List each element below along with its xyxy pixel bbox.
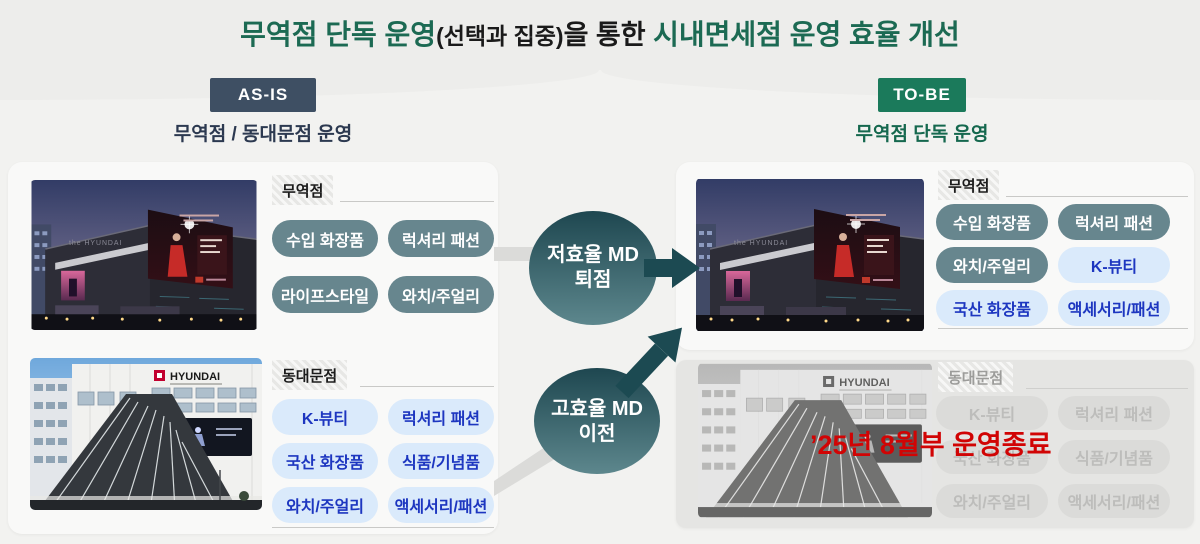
category-tag: 액세서리/패션 — [1058, 290, 1170, 326]
category-tag: 수입 화장품 — [272, 220, 378, 257]
street-level — [696, 306, 924, 331]
category-tag: 럭셔리 패션 — [1058, 204, 1170, 240]
divider — [272, 527, 494, 528]
flow-step-exit-line2: 퇴점 — [574, 269, 612, 291]
led-billboard — [814, 209, 900, 289]
section-header-tobe-dongdaemun: 동대문점 — [938, 362, 1014, 392]
category-tag: 와치/주얼리 — [936, 247, 1048, 283]
divider — [1006, 196, 1188, 197]
flow-graphics — [494, 211, 700, 496]
roof-sign: the HYUNDAI — [734, 240, 788, 247]
category-tag: 액세서리/패션 — [388, 487, 494, 523]
asis-trade-tags: 수입 화장품 럭셔리 패션 라이프스타일 와치/주얼리 — [272, 220, 494, 313]
street-base — [30, 470, 262, 510]
header-band — [0, 0, 1200, 70]
page-title: 무역점 단독 운영(선택과 집중)을 통한 시내면세점 운영 효율 개선 — [0, 13, 1200, 53]
category-tag: K-뷰티 — [1058, 247, 1170, 283]
flow-circle-exit — [529, 211, 657, 325]
arrow-up-right-icon — [615, 327, 683, 399]
to-be-badge: TO-BE — [878, 78, 966, 112]
asis-dongdaemun-tags: K-뷰티 럭셔리 패션 국산 화장품 식품/기념품 와치/주얼리 액세서리/패션 — [272, 399, 494, 523]
category-tag: 수입 화장품 — [936, 204, 1048, 240]
category-tag: 럭셔리 패션 — [1058, 396, 1170, 430]
glass-slope — [38, 394, 238, 510]
flow-step-exit: 저효율 MD 퇴점 — [523, 243, 663, 293]
street-level — [31, 305, 257, 330]
trade-center-photo: the HYUNDAI — [696, 178, 924, 332]
category-tag: 식품/기념품 — [388, 443, 494, 479]
side-billboard-figure — [734, 279, 742, 297]
hyundai-sign: HYUNDAI — [839, 377, 889, 389]
flow-step-exit-line1: 저효율 MD — [547, 244, 639, 266]
category-tag: 액세서리/패션 — [1058, 484, 1170, 518]
category-tag: 국산 화장품 — [936, 290, 1048, 326]
hyundai-sign: HYUNDAI — [170, 371, 220, 383]
roof-sign: the HYUNDAI — [69, 240, 122, 247]
tobe-dongdaemun-tags: K-뷰티 럭셔리 패션 국산 화장품 식품/기념품 와치/주얼리 액세서리/패션 — [936, 396, 1170, 518]
side-billboard-figure — [69, 278, 77, 297]
category-tag: 와치/주얼리 — [388, 276, 494, 313]
flow-step-transfer-line2: 이전 — [578, 423, 616, 445]
section-header-tobe-trade: 무역점 — [938, 170, 1000, 200]
category-tag: 럭셔리 패션 — [388, 399, 494, 435]
arrow-right-icon — [644, 248, 700, 288]
tobe-trade-tags: 수입 화장품 럭셔리 패션 와치/주얼리 K-뷰티 국산 화장품 액세서리/패션 — [936, 204, 1170, 326]
closure-notice: ’25년 8월부 운영종료 — [810, 430, 1052, 460]
divider — [938, 328, 1188, 329]
title-paren: (선택과 집중) — [436, 23, 564, 49]
category-tag: 와치/주얼리 — [936, 484, 1048, 518]
category-tag: 국산 화장품 — [936, 440, 1048, 474]
category-tag: K-뷰티 — [936, 396, 1048, 430]
category-tag: 국산 화장품 — [272, 443, 378, 479]
to-be-subtitle: 무역점 단독 운영 — [855, 124, 989, 145]
category-tag: 럭셔리 패션 — [388, 220, 494, 257]
title-mid: 을 통한 — [563, 20, 654, 50]
section-header-asis-trade: 무역점 — [272, 175, 334, 205]
dongdaemun-photo: HYUNDAI — [30, 358, 262, 510]
as-is-badge: AS-IS — [210, 78, 316, 112]
as-is-subtitle: 무역점 / 동대문점 운영 — [173, 124, 353, 145]
category-tag: 와치/주얼리 — [272, 487, 378, 523]
trade-center-photo: the HYUNDAI — [30, 180, 258, 330]
divider — [360, 386, 494, 387]
section-header-asis-dongdaemun: 동대문점 — [272, 360, 348, 390]
category-tag: 라이프스타일 — [272, 276, 378, 313]
title-green-left: 무역점 단독 운영 — [240, 19, 437, 50]
led-billboard — [147, 209, 233, 289]
flow-step-transfer-line1: 고효율 MD — [551, 398, 643, 420]
flow-step-transfer: 고효율 MD 이전 — [527, 397, 667, 447]
category-tag: K-뷰티 — [272, 399, 378, 435]
divider — [340, 201, 494, 202]
title-green-right: 시내면세점 운영 효율 개선 — [653, 19, 960, 50]
dongdaemun-photo-closed: HYUNDAI — [698, 363, 932, 518]
category-tag: 식품/기념품 — [1058, 440, 1170, 474]
divider — [1026, 388, 1188, 389]
